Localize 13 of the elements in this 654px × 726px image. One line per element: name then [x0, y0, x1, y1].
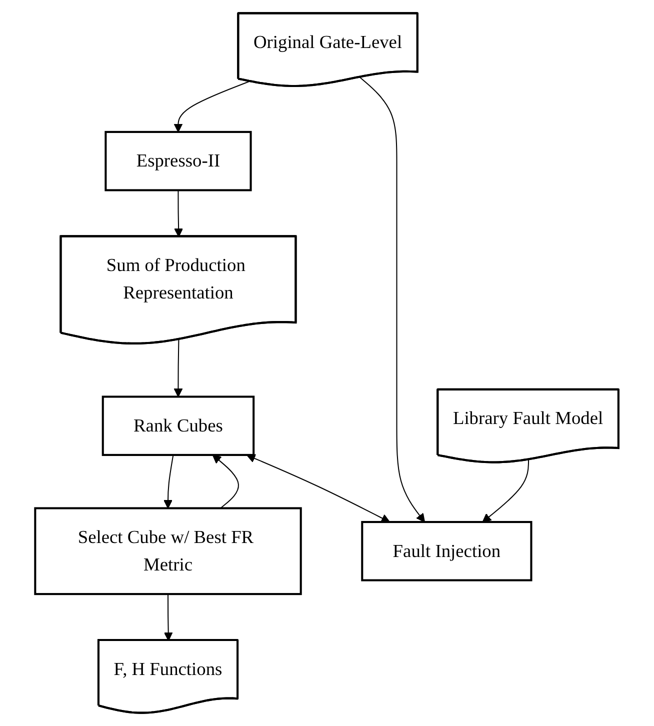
- arrow: [174, 340, 183, 398]
- arrow: [174, 190, 184, 238]
- arrow: [212, 454, 240, 509]
- node-box: Rank Cubes: [102, 396, 255, 456]
- arrow: [360, 76, 426, 522]
- arrow: [174, 80, 250, 132]
- arrow: [164, 454, 174, 509]
- node-box: Fault Injection: [361, 520, 532, 582]
- arrow: [164, 594, 173, 641]
- node-box: Espresso-II: [104, 130, 252, 192]
- arrow: [246, 454, 390, 522]
- arrow: [482, 460, 530, 522]
- node-box: Select Cube w/ Best FR Metric: [34, 507, 302, 596]
